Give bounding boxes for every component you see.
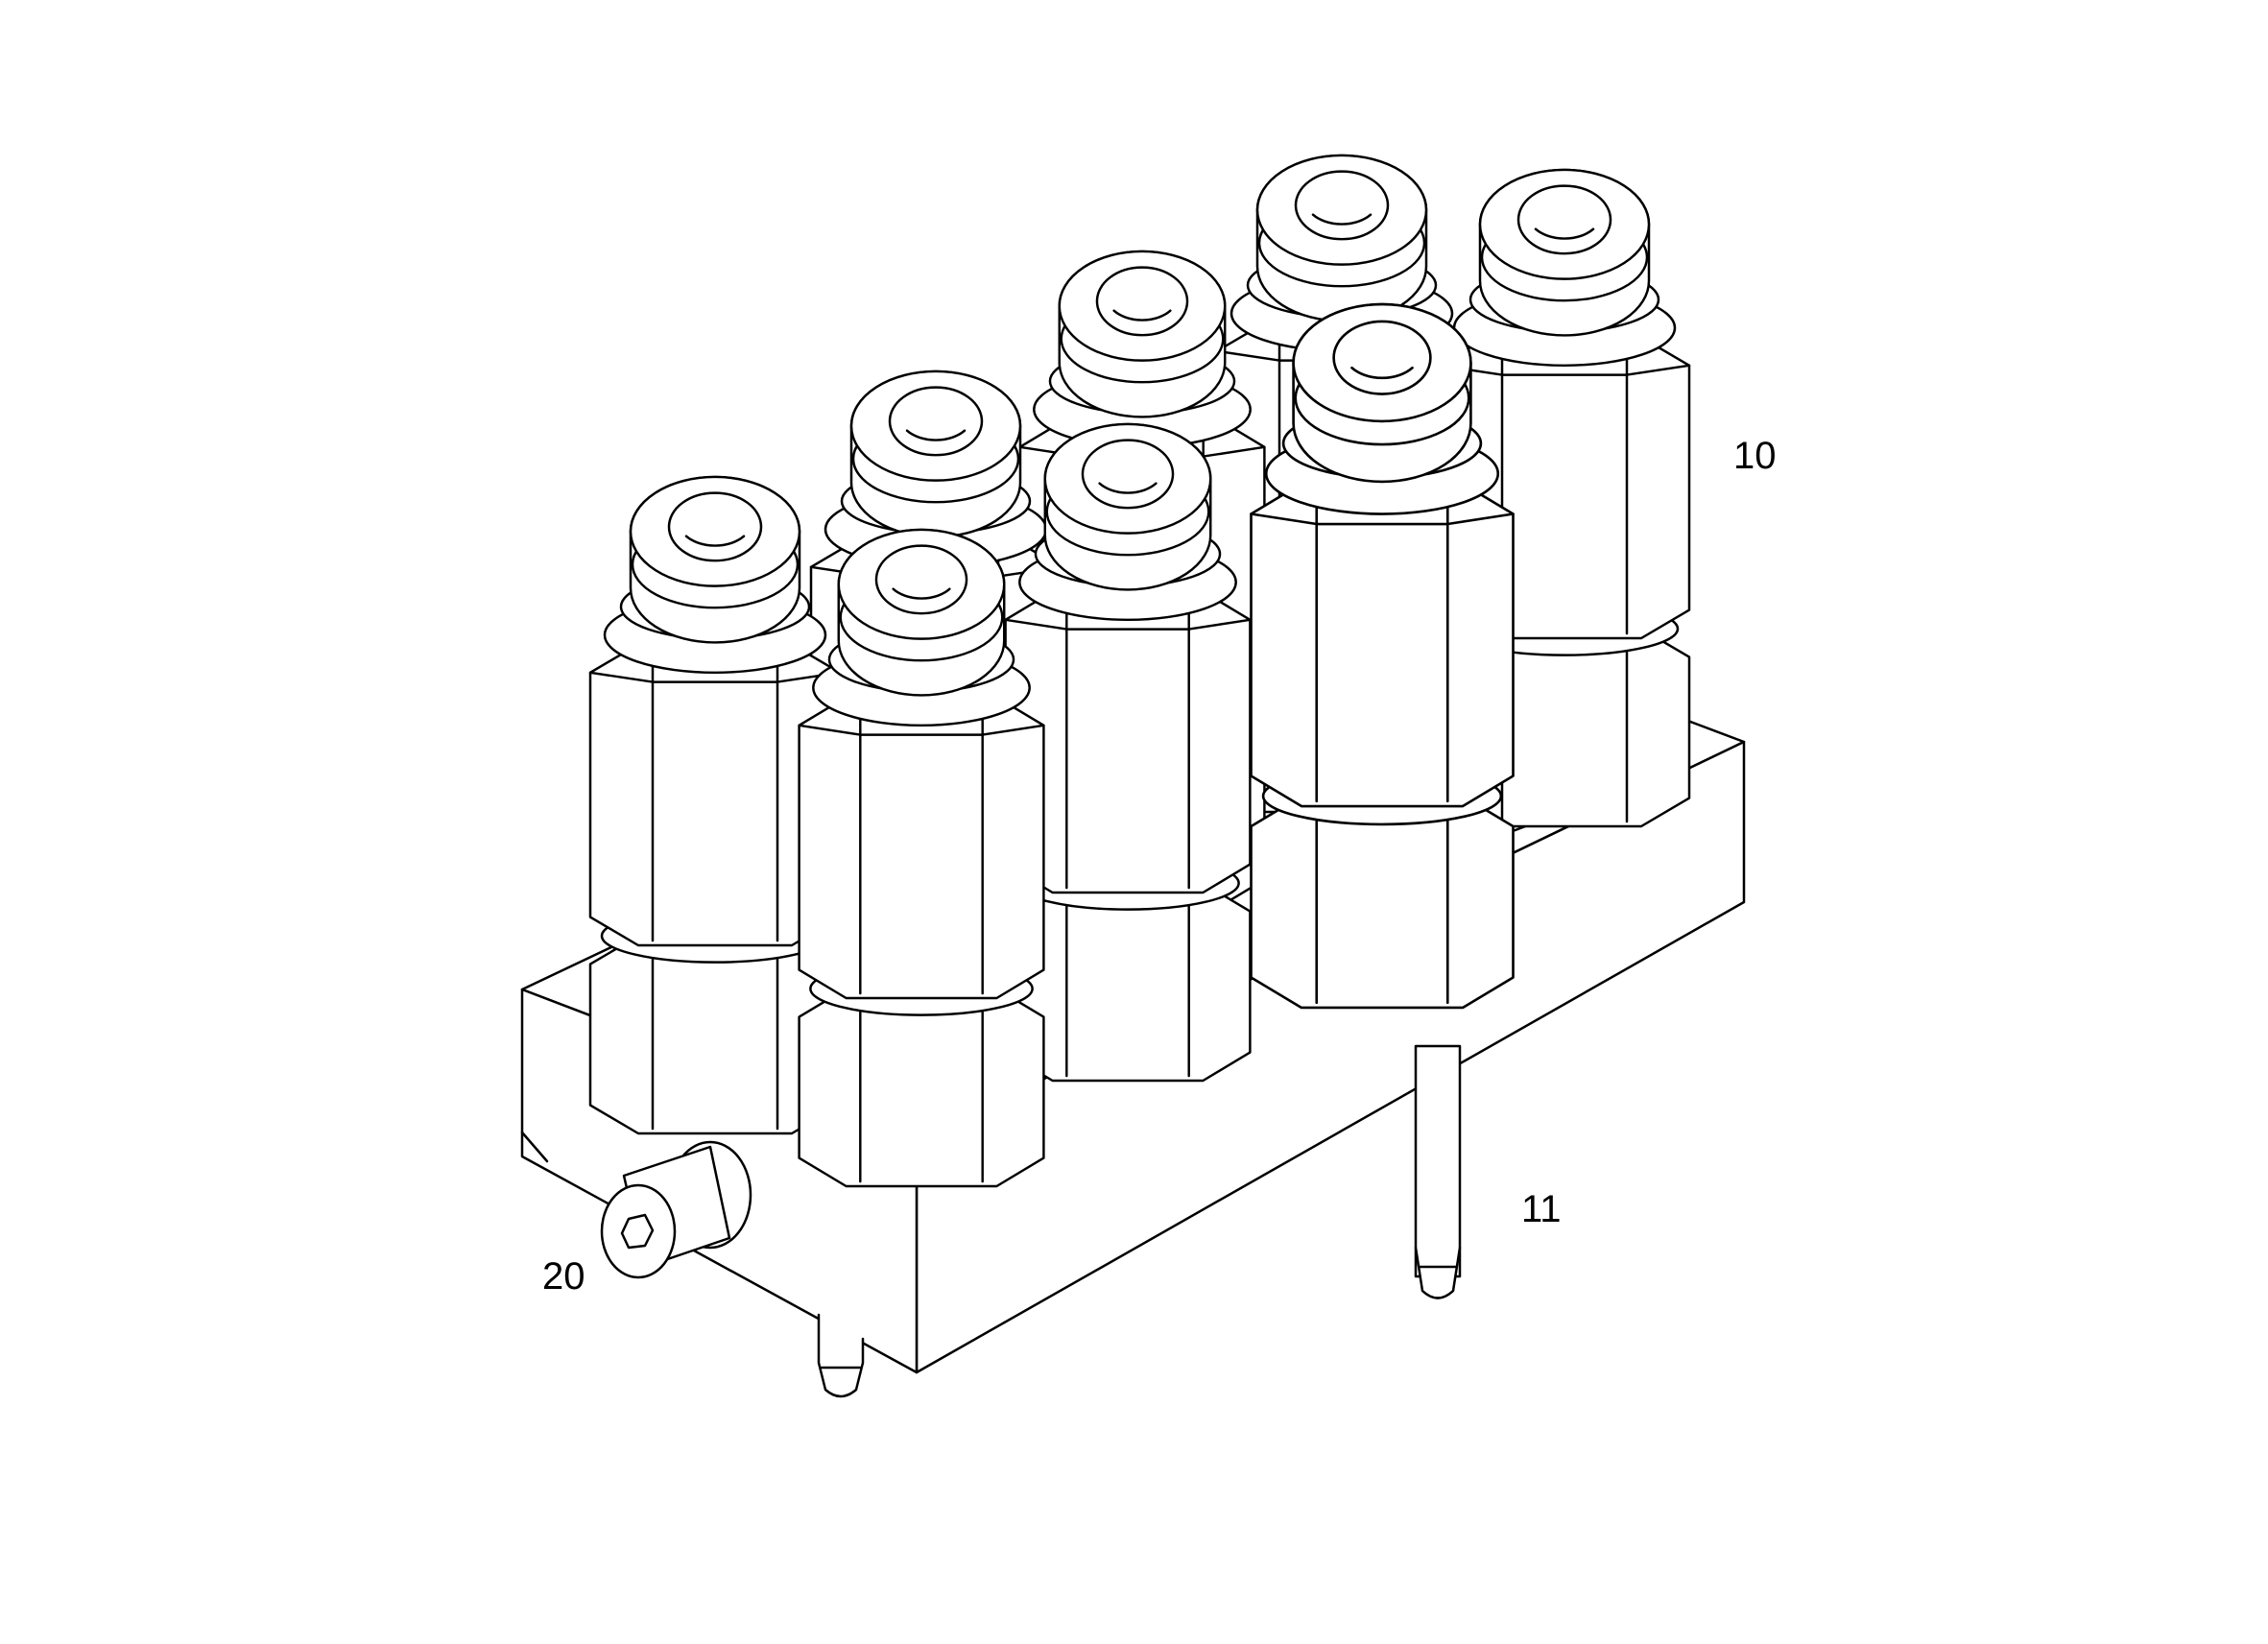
callout-11: 11 (1521, 1188, 1562, 1230)
bottom-pin-left (817, 1313, 865, 1398)
side-plug (600, 1140, 752, 1279)
bottom-pin-right (1414, 1044, 1462, 1299)
hex-socket-icon (620, 1213, 655, 1250)
callout-10: 10 (1733, 435, 1777, 477)
callout-20: 20 (542, 1255, 585, 1298)
